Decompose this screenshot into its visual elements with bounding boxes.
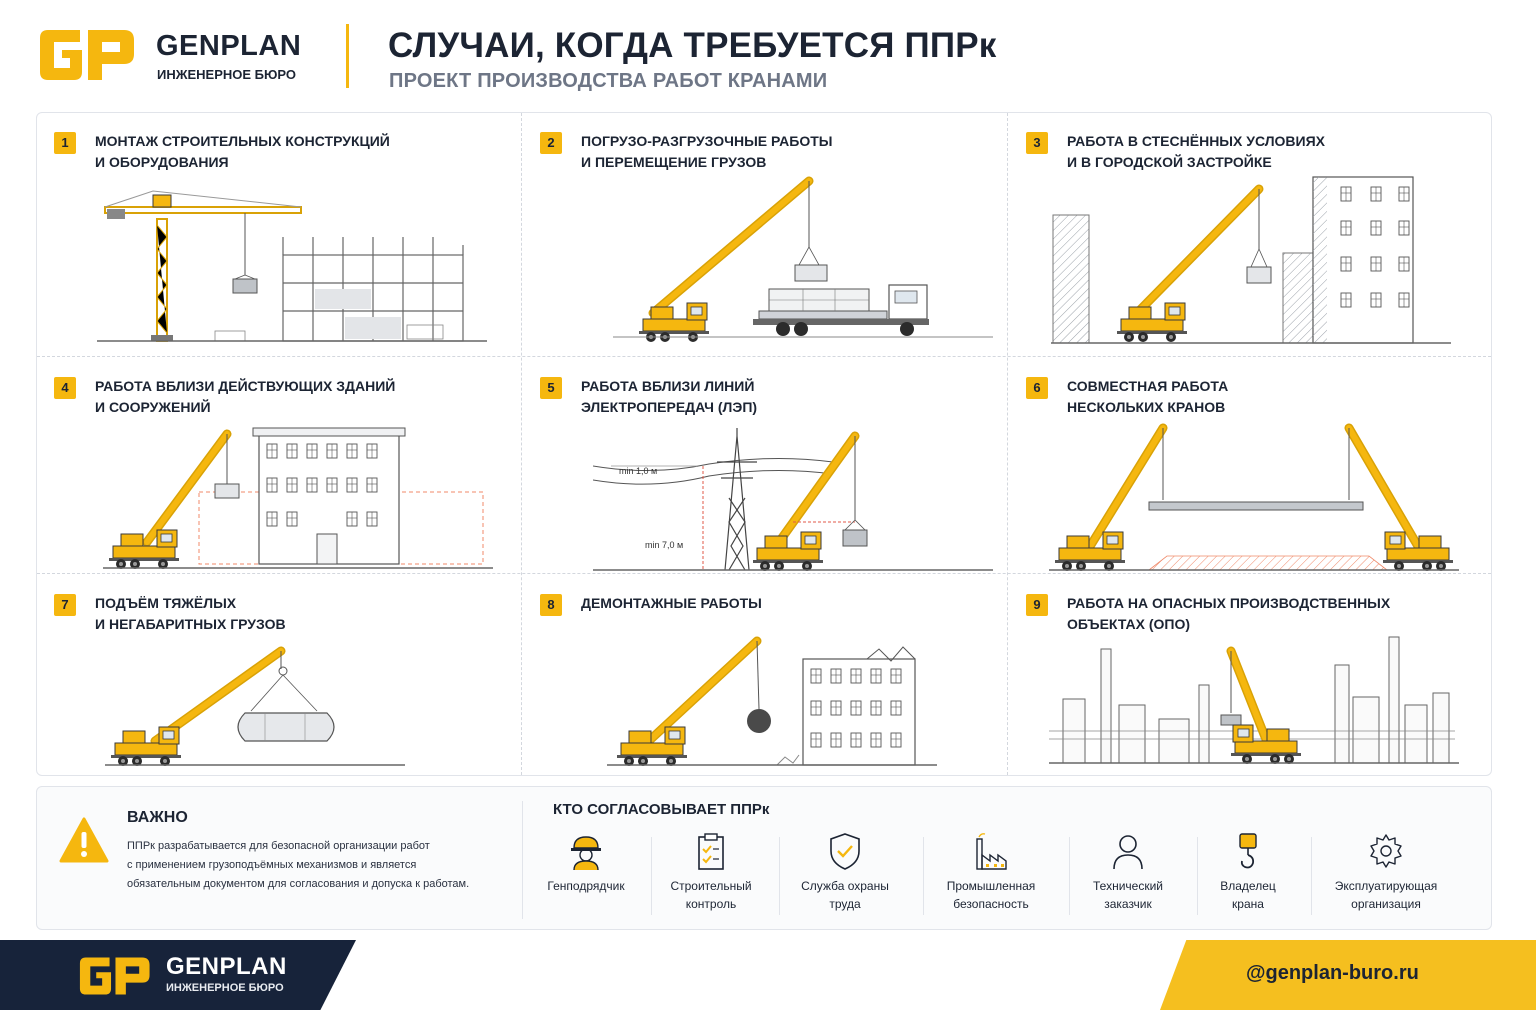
agency-divider (1197, 837, 1198, 915)
page-subtitle: ПРОЕКТ ПРОИЗВОДСТВА РАБОТ КРАНАМИ (389, 70, 828, 92)
case-card-8[interactable]: 8 ДЕМОНТАЖНЫЕ РАБОТЫ (523, 575, 1007, 775)
crane-wrecking-ball-illustration (607, 636, 937, 767)
crane-near-power-line-illustration: min 1,0 м min 7,0 м (593, 428, 993, 572)
footer-brand-bar: GENPLAN ИНЖЕНЕРНОЕ БЮРО (0, 940, 356, 1010)
worker-helmet-icon (571, 836, 601, 871)
agency-divider (651, 837, 652, 915)
case-number: 7 (54, 594, 76, 616)
case-number: 5 (540, 377, 562, 399)
footer-brand-name: GENPLAN (166, 953, 287, 980)
footer-brand-subtitle: ИНЖЕНЕРНОЕ БЮРО (166, 982, 284, 994)
clearance-bottom-label: min 7,0 м (645, 540, 683, 550)
agreement-title: КТО СОГЛАСОВЫВАЕТ ППРк (553, 801, 770, 818)
crane-near-building-illustration (103, 427, 493, 570)
agency-label: Служба охраны (801, 879, 889, 893)
genplan-logo-icon[interactable] (36, 28, 136, 82)
agency-general-contractor[interactable]: Генподрядчик (531, 827, 641, 923)
crane-between-buildings-illustration (1051, 176, 1451, 344)
case-number: 6 (1026, 377, 1048, 399)
header-divider (346, 24, 349, 88)
shield-check-icon (830, 833, 860, 870)
page-title: СЛУЧАИ, КОГДА ТРЕБУЕТСЯ ППРк (388, 26, 997, 65)
case-number: 1 (54, 132, 76, 154)
two-cranes-tandem-lift-illustration (1049, 423, 1459, 572)
case-number: 9 (1026, 594, 1048, 616)
agency-divider (1311, 837, 1312, 915)
grid-divider (521, 113, 522, 775)
person-icon (1113, 835, 1143, 870)
header: GENPLAN ИНЖЕНЕРНОЕ БЮРО СЛУЧАИ, КОГДА ТР… (0, 0, 1536, 108)
agency-label: Генподрядчик (547, 879, 625, 893)
grid-divider (37, 573, 1491, 574)
agency-label: Промышленная (946, 879, 1036, 893)
info-divider (522, 801, 523, 919)
agency-label: Строительный (670, 879, 752, 893)
agency-label: Владелец (1220, 879, 1276, 893)
brand-subtitle: ИНЖЕНЕРНОЕ БЮРО (157, 67, 297, 82)
genplan-logo-icon[interactable] (76, 956, 152, 996)
agency-divider (779, 837, 780, 915)
agency-divider (923, 837, 924, 915)
factory-icon (976, 833, 1007, 870)
crane-hook-icon (1239, 833, 1257, 869)
brand-name: GENPLAN (156, 30, 302, 62)
mobile-crane-truck-illustration (613, 176, 993, 343)
important-text: ППРк разрабатывается для безопасной орга… (127, 840, 470, 890)
agency-label: Эксплуатирующая (1334, 879, 1438, 893)
warning-triangle-icon (59, 817, 109, 863)
website-link[interactable]: @genplan-buro.ru (1246, 962, 1419, 984)
case-number: 8 (540, 594, 562, 616)
gear-icon (1370, 834, 1402, 868)
case-title: ДЕМОНТАЖНЫЕ РАБОТЫ (581, 595, 762, 611)
case-number: 4 (54, 377, 76, 399)
tower-crane-building-illustration (97, 190, 487, 342)
grid-divider (37, 356, 1491, 357)
clipboard-check-icon (698, 833, 724, 870)
agency-label: Технический (1093, 879, 1163, 893)
agency-divider (1069, 837, 1070, 915)
crane-industrial-plant-illustration (1049, 636, 1459, 765)
grid-divider (1007, 113, 1008, 775)
info-panel: ВАЖНО ППРк разрабатывается для безопасно… (36, 786, 1492, 930)
case-number: 3 (1026, 132, 1048, 154)
clearance-top-label: min 1,0 м (619, 466, 657, 476)
important-title: ВАЖНО (127, 809, 188, 826)
case-number: 2 (540, 132, 562, 154)
footer-contact-bar: @genplan-buro.ru (1160, 940, 1536, 1010)
crane-heavy-tank-illustration (105, 646, 405, 767)
